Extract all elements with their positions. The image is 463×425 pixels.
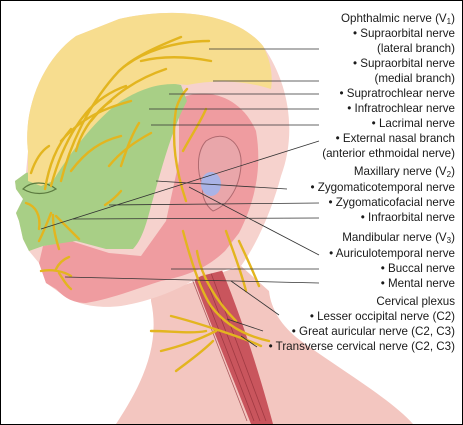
label-auriculotemporal: • Auriculotemporal nerve	[329, 247, 455, 260]
label-mental: • Mental nerve	[380, 277, 455, 290]
label-supraorbital-lateral-sub: (lateral branch)	[377, 42, 455, 55]
label-great-auricular: • Great auricular nerve (C2, C3)	[291, 325, 455, 338]
label-supraorbital-medial: • Supraorbital nerve	[352, 57, 455, 70]
label-lacrimal: • Lacrimal nerve	[371, 117, 455, 130]
label-maxillary-nerve: Maxillary nerve (V2)	[353, 165, 455, 179]
label-infratrochlear: • Infratrochlear nerve	[347, 102, 455, 115]
eye	[22, 182, 58, 195]
label-supratrochlear: • Supratrochlear nerve	[339, 87, 455, 100]
label-mandibular-nerve: Mandibular nerve (V3)	[342, 231, 455, 245]
nerve-branches	[24, 35, 271, 373]
label-supraorbital-lateral: • Supraorbital nerve	[352, 27, 455, 40]
label-buccal: • Buccal nerve	[380, 262, 455, 275]
label-supraorbital-medial-sub: (medial branch)	[374, 72, 455, 85]
maxillary-zone	[15, 83, 187, 251]
label-external-nasal: • External nasal branch	[335, 132, 455, 145]
label-ophthalmic-nerve: Ophthalmic nerve (V1)	[340, 12, 455, 26]
ophthalmic-zone	[27, 12, 272, 187]
label-cervical-plexus: Cervical plexus	[376, 295, 455, 308]
leader-lines	[40, 48, 320, 348]
label-infraorbital: • Infraorbital nerve	[360, 211, 455, 224]
label-external-nasal-sub: (anterior ethmoidal nerve)	[322, 147, 455, 160]
label-zygomaticofacial: • Zygomaticofacial nerve	[328, 196, 456, 209]
neck-skin	[116, 266, 413, 424]
label-zygomaticotemporal: • Zygomaticotemporal nerve	[310, 181, 455, 194]
label-lesser-occipital: • Lesser occipital nerve (C2)	[309, 310, 455, 323]
label-transverse-cervical: • Transverse cervical nerve (C2, C3)	[268, 340, 455, 353]
